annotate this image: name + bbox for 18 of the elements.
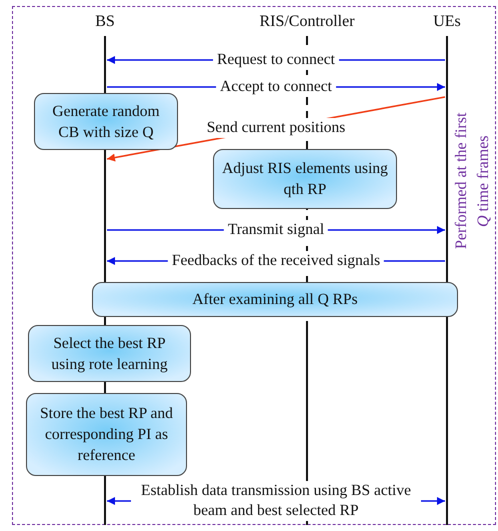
edge-label: Feedbacks of the received signals xyxy=(168,251,384,271)
process-box: Generate random CB with size Q xyxy=(34,93,178,150)
participant-label: RIS/Controller xyxy=(237,13,377,35)
process-box: After examining all Q RPs xyxy=(92,282,458,317)
lifeline xyxy=(445,36,449,525)
process-box: Adjust RIS elements using qth RP xyxy=(213,149,397,209)
process-box: Store the best RP and corresponding PI as reference xyxy=(26,393,187,476)
edge-label: Request to connect xyxy=(213,50,339,70)
edge-label: Transmit signal xyxy=(224,220,328,240)
arrow xyxy=(107,56,445,64)
process-box: Select the best RP using rote learning xyxy=(28,325,191,382)
loop-frame xyxy=(12,6,496,525)
arrow xyxy=(106,96,446,162)
edge-label: Establish data transmission using BS active beam and best selected RP xyxy=(131,481,421,521)
arrow xyxy=(107,226,445,234)
participant-label: BS xyxy=(85,13,125,35)
participant-label: UEs xyxy=(427,13,467,35)
arrow xyxy=(107,83,445,91)
